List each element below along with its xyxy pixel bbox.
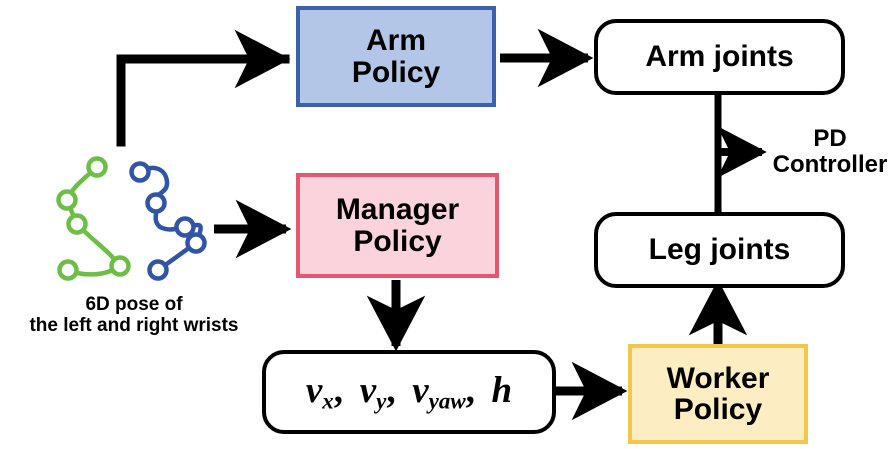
worker-policy-label: Worker Policy bbox=[666, 361, 770, 426]
arm-joints-label: Arm joints bbox=[645, 40, 794, 74]
command-vector-node[interactable]: vx, vy, vyaw, h bbox=[262, 350, 556, 434]
leg-joints-node[interactable]: Leg joints bbox=[594, 212, 845, 288]
worker-policy-node[interactable]: Worker Policy bbox=[628, 344, 808, 444]
manager-policy-label: Manager Policy bbox=[335, 193, 460, 258]
left-wrist-trajectory bbox=[56, 156, 131, 281]
leg-joints-label: Leg joints bbox=[648, 233, 791, 267]
manager-policy-node[interactable]: Manager Policy bbox=[296, 173, 499, 278]
edge-wrist-to-arm-policy bbox=[116, 29, 291, 147]
arm-policy-node[interactable]: Arm Policy bbox=[296, 6, 496, 107]
pd-controller-label: PD Controller bbox=[772, 125, 888, 178]
right-wrist-trajectory bbox=[129, 161, 207, 281]
wrist-pose-caption: 6D pose of the left and right wrists bbox=[29, 294, 239, 337]
arm-joints-node[interactable]: Arm joints bbox=[594, 19, 845, 95]
arm-policy-label: Arm Policy bbox=[351, 24, 441, 89]
command-vector-expression: vx, vy, vyaw, h bbox=[305, 370, 513, 414]
